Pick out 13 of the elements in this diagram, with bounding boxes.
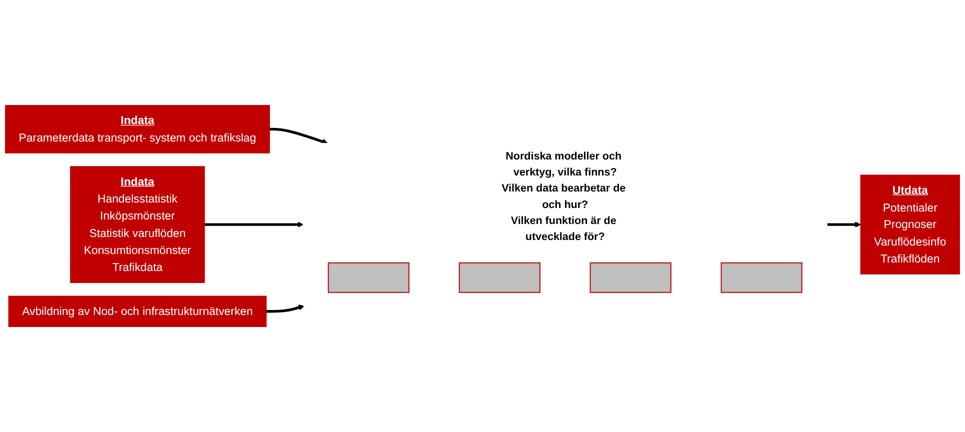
node-box — [590, 262, 672, 293]
node-box — [720, 262, 802, 293]
arrow — [266, 304, 304, 313]
node-box: Indata Handelsstatistik Inköpsmönster Statistik varuflöden Konsumtionsmönster Trafikdata — [70, 166, 205, 283]
node-text: Nordiska modeller och verktyg, vilka finns? Vilken data bearbetar de och hur? Vilken funktion är de utvecklade för? — [502, 150, 626, 243]
arrow — [270, 128, 328, 144]
node-box: Indata Parameterdata transport- system och trafikslag — [5, 105, 270, 154]
node-box — [458, 262, 540, 293]
arrow — [204, 222, 304, 228]
node-box: Avbildning av Nod- och infrastrukturnätverken — [8, 296, 267, 327]
node-box: Utdata Potentialer Prognoser Varuflödesinfo Trafikflöden — [860, 174, 960, 274]
arrow — [827, 222, 861, 228]
node-box — [328, 262, 410, 293]
